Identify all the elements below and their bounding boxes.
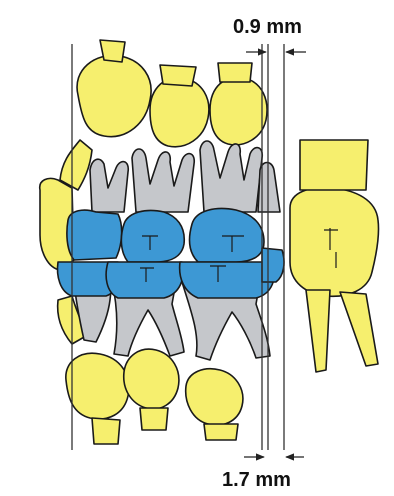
upper-grey-tooth-2	[132, 149, 194, 212]
upper-premolar-crown-1	[150, 77, 209, 146]
blue-occlusal-tooth-1	[67, 210, 122, 260]
upper-root-3	[100, 40, 125, 62]
upper-molar-crown	[77, 55, 151, 136]
right-tooth-root-lower	[306, 290, 330, 372]
right-tooth-root-upper	[300, 140, 368, 190]
right-tooth-crown	[290, 188, 379, 297]
left-tooth-root-upper	[60, 140, 92, 190]
right-tooth-root-lower-2	[340, 292, 378, 366]
upper-grey-tooth-4	[258, 163, 280, 213]
lower-premolar-crown-2	[186, 369, 243, 425]
blue-occlusal-tooth-7	[262, 248, 284, 282]
upper-premolar-crown-2	[210, 77, 267, 145]
measurement-top-label: 0.9 mm	[233, 17, 302, 37]
upper-grey-tooth-3	[200, 141, 262, 212]
upper-root-1	[160, 65, 196, 86]
measurement-bottom-label: 1.7 mm	[222, 470, 291, 490]
lower-premolar-crown-1	[124, 349, 179, 409]
lower-molar-crown	[66, 353, 129, 419]
blue-occlusal-tooth-6	[180, 262, 275, 298]
lower-root-2	[140, 408, 168, 430]
upper-root-2	[218, 63, 252, 82]
lower-root-3	[204, 424, 238, 440]
lower-root-1	[92, 418, 120, 444]
blue-occlusal-tooth-3	[190, 209, 264, 262]
upper-grey-tooth-1	[90, 159, 128, 212]
